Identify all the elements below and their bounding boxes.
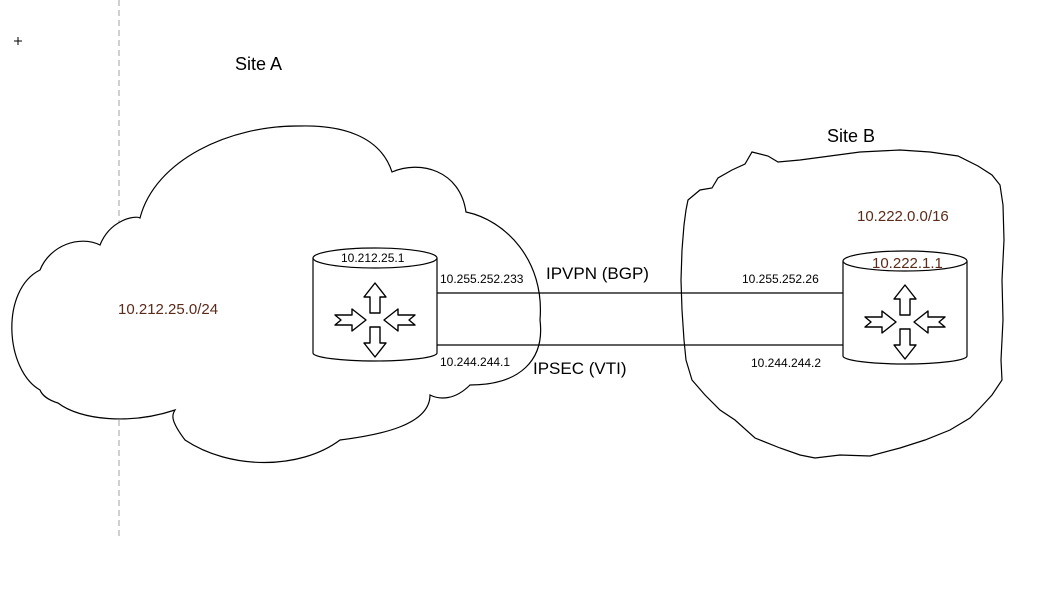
ipvpn-a-ip: 10.255.252.233 [440,272,524,286]
site-a-cloud [11,125,542,464]
site-a-label: Site A [235,54,282,74]
ipsec-a-ip: 10.244.244.1 [440,355,510,369]
router-icon [334,282,416,358]
router-b-address: 10.222.1.1 [872,255,943,272]
router-a-address: 10.212.25.1 [341,251,405,265]
router-a[interactable] [312,247,438,362]
ipsec-b-ip: 10.244.244.2 [751,356,821,370]
ipvpn-link-label: IPVPN (BGP) [546,264,649,283]
router-b[interactable] [842,250,968,365]
router-icon [864,284,946,360]
site-b-subnet: 10.222.0.0/16 [857,208,949,225]
crosshair-icon [14,37,22,45]
site-b-label: Site B [827,126,875,146]
ipvpn-b-ip: 10.255.252.26 [742,272,819,286]
site-a-subnet: 10.212.25.0/24 [118,301,218,318]
ipsec-link-label: IPSEC (VTI) [533,359,627,378]
